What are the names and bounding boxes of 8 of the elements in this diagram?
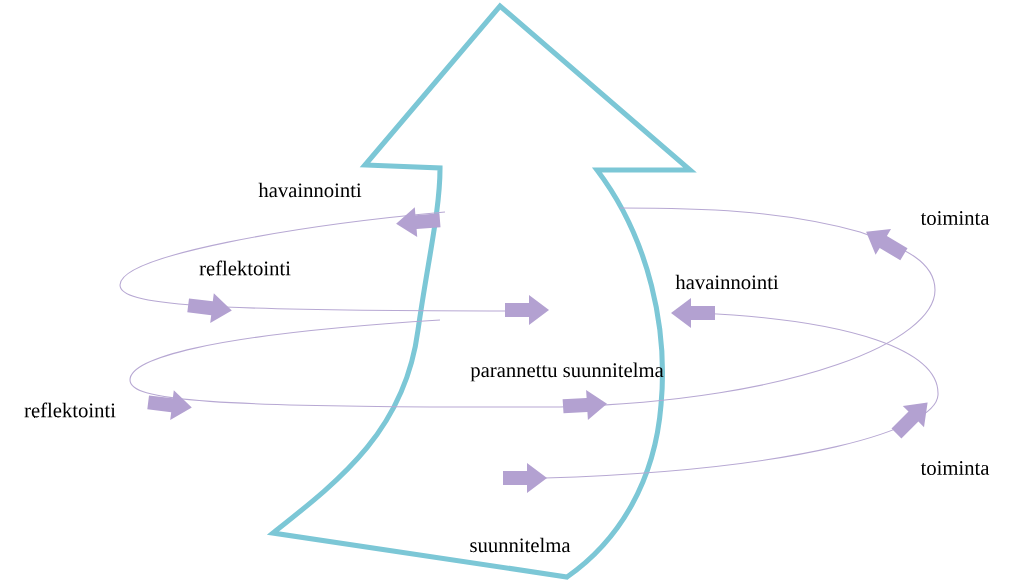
step-label: parannettu suunnitelma: [470, 362, 664, 382]
step-label: havainnointi: [675, 274, 779, 290]
step-label: toiminta: [920, 461, 990, 475]
step-label: reflektointi: [199, 260, 291, 276]
step-label: reflektointi: [24, 402, 116, 418]
step-label: toiminta: [920, 211, 990, 225]
step-label: suunnitelma: [470, 537, 571, 553]
step-label: havainnointi: [258, 182, 362, 198]
